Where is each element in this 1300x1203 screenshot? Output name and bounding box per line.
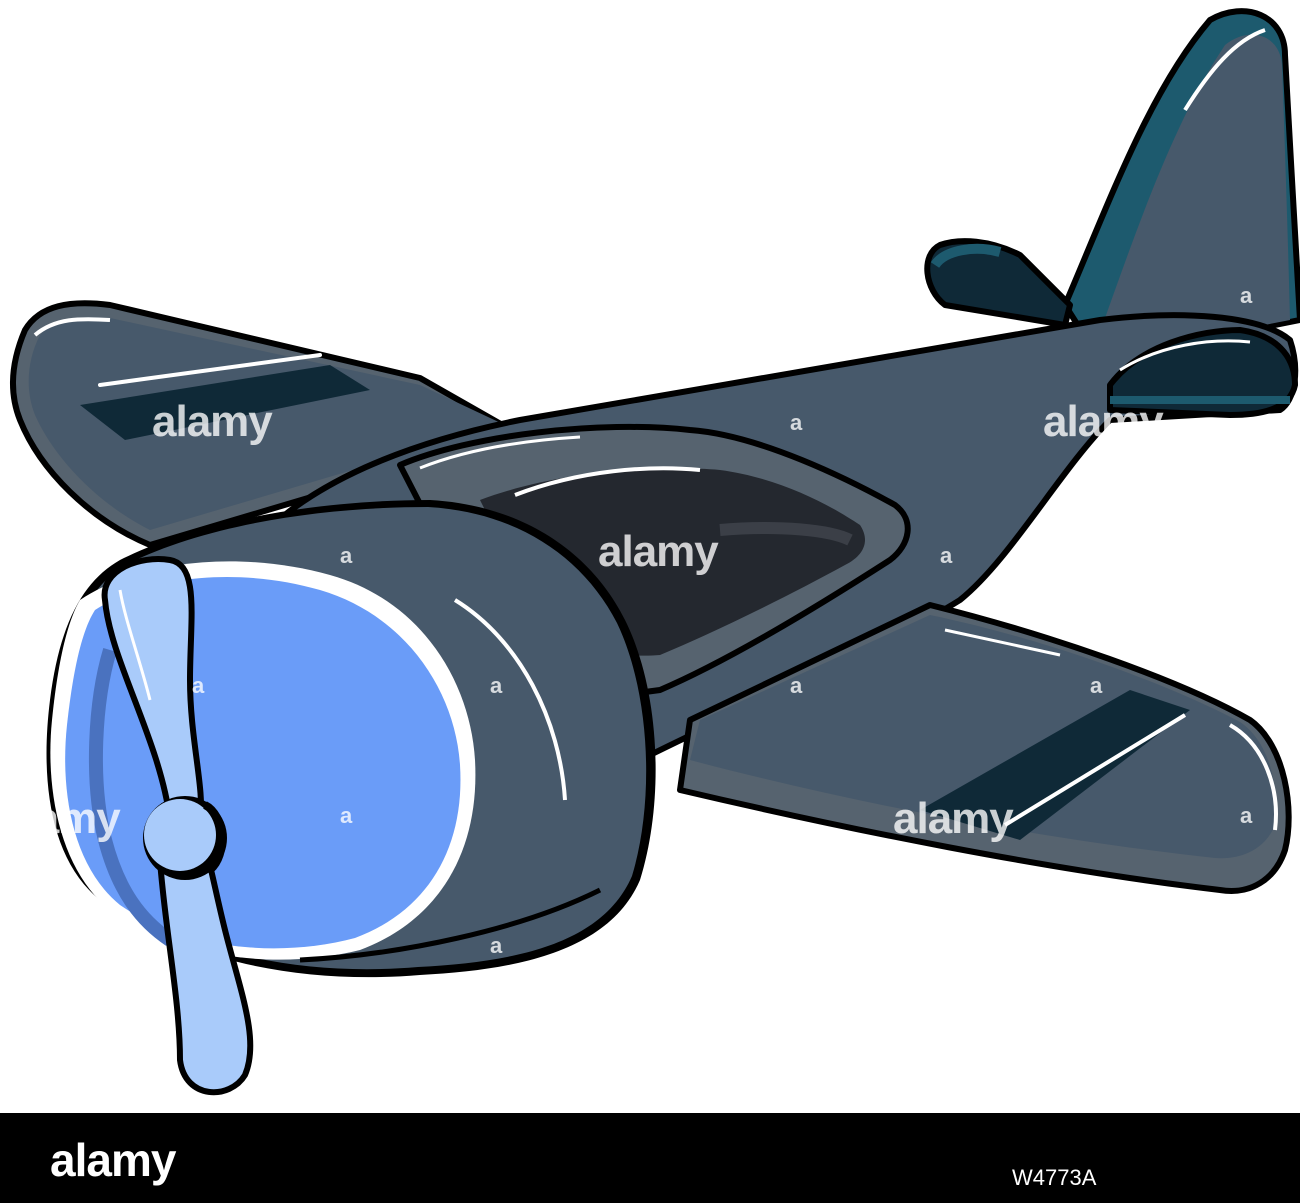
footer-logo: alamy	[50, 1134, 176, 1186]
rear-stabilizer	[924, 238, 1073, 328]
left-wing	[10, 300, 523, 548]
tail-fin	[1062, 8, 1300, 363]
airplane-illustration	[10, 8, 1300, 1096]
propeller	[101, 556, 254, 1096]
footer-bar: alamy W4773A	[0, 1113, 1300, 1203]
right-wing	[677, 602, 1292, 894]
front-stabilizer	[1107, 327, 1298, 418]
image-id-label: W4773A	[1012, 1165, 1097, 1190]
